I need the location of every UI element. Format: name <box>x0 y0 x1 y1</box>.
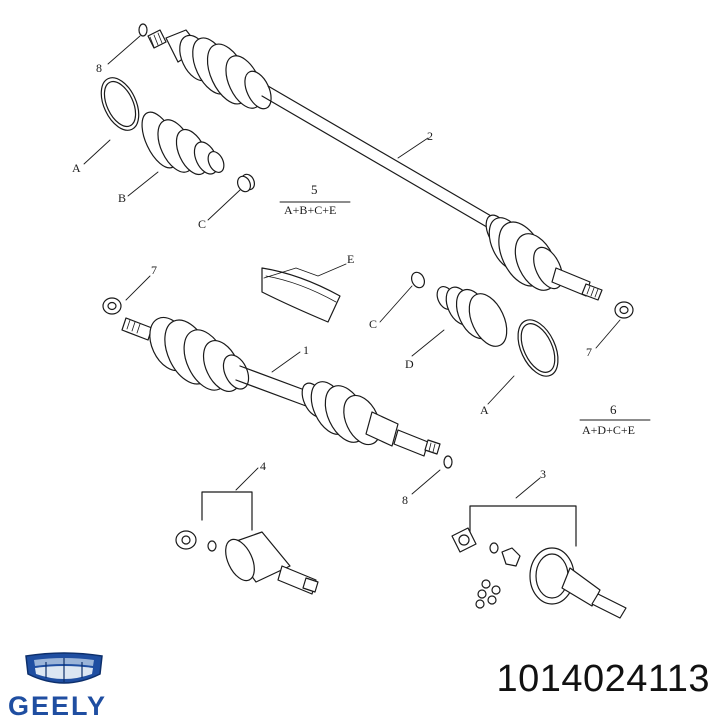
o-ring-8-top <box>138 23 148 37</box>
lower-drive-shaft <box>121 316 441 457</box>
brand-name: GEELY <box>8 691 108 720</box>
kit-6-formula: A+D+C+E <box>582 423 635 437</box>
ring-c-top <box>236 173 256 193</box>
callout-c-right: C <box>369 317 377 331</box>
boot-b-top <box>141 111 225 176</box>
nut-7-left <box>102 297 122 315</box>
clamp-a-right <box>517 319 559 377</box>
callout-2: 2 <box>427 129 433 143</box>
callout-4: 4 <box>260 459 266 473</box>
callout-7-right: 7 <box>586 345 592 359</box>
nut-7-right <box>614 301 634 319</box>
kit-5-number: 5 <box>311 182 318 197</box>
callout-7-left: 7 <box>151 263 157 277</box>
callout-c-top: C <box>198 217 206 231</box>
callout-b-top: B <box>118 191 126 205</box>
boot-d-right <box>436 286 508 347</box>
kit-6-number: 6 <box>610 402 617 417</box>
callout-8-top: 8 <box>96 61 102 75</box>
outer-joint-kit-3 <box>451 505 627 619</box>
shim-e <box>261 267 341 323</box>
ring-c-right <box>410 271 426 289</box>
leader-lines <box>83 35 651 499</box>
clamp-a-top <box>100 77 140 131</box>
part-number: 1014024113 <box>496 658 710 700</box>
o-ring-8-bottom <box>443 455 453 469</box>
callout-8-bottom: 8 <box>402 493 408 507</box>
callout-e: E <box>347 252 354 266</box>
callout-1: 1 <box>303 343 309 357</box>
callout-a-right: A <box>480 403 489 417</box>
callout-a-top: A <box>72 161 81 175</box>
inner-joint-kit-4 <box>175 491 319 595</box>
geely-emblem-icon <box>25 652 103 684</box>
exploded-parts-diagram: 8 A B C 2 5 A+B+C+E 7 E C D A 7 1 6 A+D+… <box>72 23 651 619</box>
kit-5-formula: A+B+C+E <box>284 203 336 217</box>
callout-3: 3 <box>540 467 546 481</box>
upper-drive-shaft <box>147 29 603 301</box>
callout-d-right: D <box>405 357 414 371</box>
